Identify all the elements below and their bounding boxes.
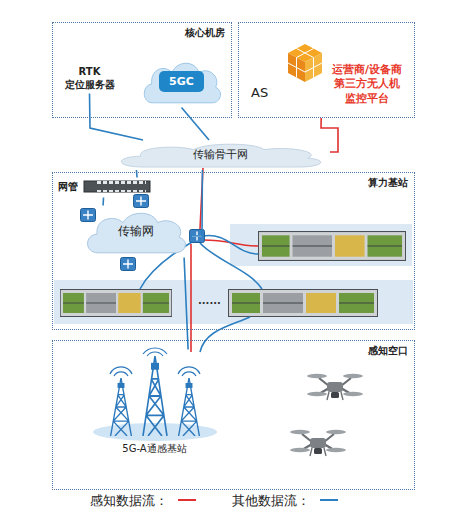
- ellipsis-label: ......: [198, 295, 221, 306]
- region-title: 核心机房: [185, 27, 225, 40]
- legend-text: 感知数据流：: [90, 492, 168, 510]
- base-station-towers: [93, 348, 217, 441]
- wires: [140, 168, 262, 352]
- cloud-outline: [121, 144, 320, 167]
- link-line: [321, 118, 338, 152]
- drones: [290, 374, 363, 456]
- node-text: RTK 定位服务器: [55, 66, 125, 91]
- backbone-cloud: 传输骨干网: [110, 140, 330, 170]
- base-station: 5G-A通感基站: [95, 350, 215, 460]
- node-text: 运营商/设备商 第三方无人机 监控平台: [327, 63, 407, 106]
- region-box: 核心机房 RTK 定位服务器 5GC: [52, 22, 232, 118]
- node-text: 传输骨干网: [193, 148, 248, 162]
- link-line: [182, 108, 210, 141]
- link-line: [90, 94, 144, 141]
- cloud-outline: [144, 63, 220, 103]
- node-text: 5G-A通感基站: [122, 443, 186, 456]
- node-text: 传输网: [118, 224, 154, 239]
- region-box: 算力基站 网管传输网: [52, 172, 415, 330]
- legend-text: 其他数据流：: [232, 492, 310, 510]
- platform-cube-icon: [288, 44, 322, 82]
- link-line: [102, 198, 104, 206]
- switch-label: 网管: [56, 178, 152, 198]
- core-cloud: 5GC: [140, 56, 224, 108]
- link-line: [184, 258, 188, 350]
- cloud-outline: [87, 213, 185, 253]
- region-title: 感知空口: [368, 345, 408, 358]
- node-text: 5GC: [159, 71, 204, 93]
- region-title: 算力基站: [368, 177, 408, 190]
- region-box: 感知空口 5G-A通感基站: [52, 340, 415, 490]
- server-label: RTK 定位服务器: [55, 64, 125, 94]
- routers: [81, 195, 205, 271]
- link-line: [190, 170, 203, 236]
- transport-cloud: 传输网: [82, 206, 190, 258]
- platform-box: AS 运营商/设备商 第三方无人机 监控平台: [238, 22, 415, 118]
- switch-icon: [84, 181, 150, 192]
- region-title: AS: [251, 85, 268, 101]
- node-text: 网管: [58, 181, 78, 194]
